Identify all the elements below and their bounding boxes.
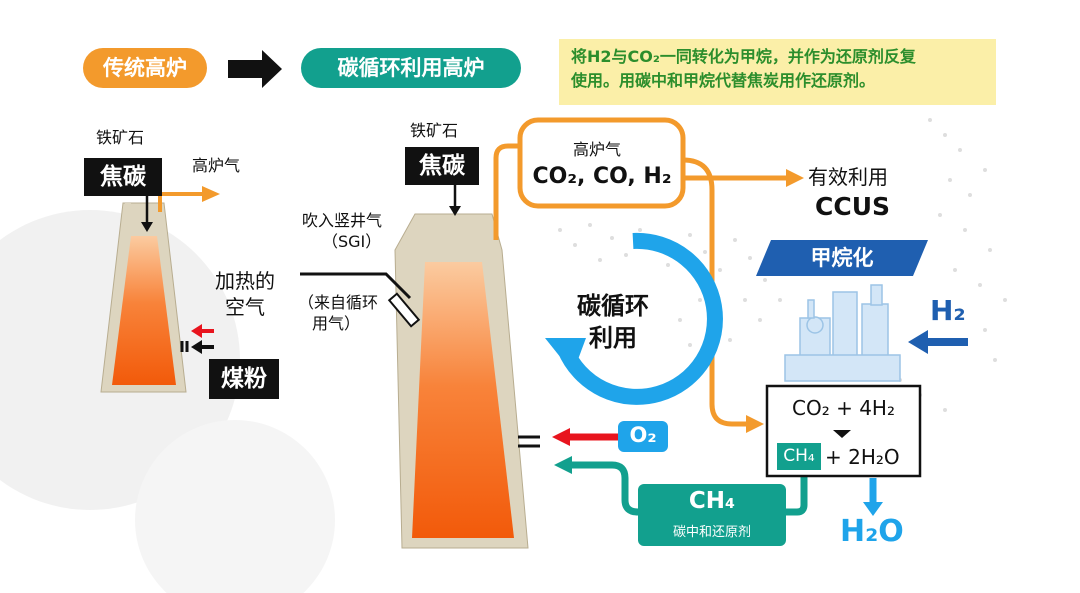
summary-note: 将H2与CO₂一同转化为甲烷，并作为还原剂反复 使用。用碳中和甲烷代替焦炭用作还… [559, 39, 996, 105]
bf-gas-formula: CO₂, CO, H₂ [532, 164, 672, 189]
coal-powder-box: 煤粉 [209, 359, 279, 399]
transition-arrow [228, 50, 282, 88]
carbon-cycle-label: 碳循环 利用 [563, 290, 663, 354]
ch4-from-reactor-line [786, 476, 808, 516]
h2-input-label: H₂ [930, 294, 966, 327]
o2-label: O₂ [629, 423, 657, 447]
traditional-coke-arrow-head [141, 222, 153, 232]
traditional-gas-arrow-head [202, 186, 220, 202]
reaction-line1: CO₂ + 4H₂ [792, 396, 895, 420]
sgi-source-line1: （来自循环 [298, 293, 379, 312]
reaction-arrow [833, 430, 851, 438]
summary-note-line2: 使用。用碳中和甲烷代替焦炭用作还原剂。 [571, 71, 876, 90]
traditional-furnace-label: 传统高炉 [83, 48, 207, 88]
circular-furnace-label: 碳循环利用高炉 [301, 48, 521, 88]
sgi-label: 吹入竖井气 （SGI） [302, 210, 382, 252]
carbon-cycle-arrow-head [545, 338, 586, 373]
circular-coke-box: 焦碳 [405, 147, 479, 185]
methanation-banner [756, 240, 928, 276]
sgi-nozzle [387, 292, 421, 328]
ch4-box [638, 484, 786, 546]
carbon-cycle-ring [557, 232, 723, 405]
traditional-iron-ore-label: 铁矿石 [96, 128, 145, 147]
traditional-coke-box: 焦碳 [84, 158, 162, 196]
h2-arrow-head [908, 330, 928, 354]
methanation-label: 甲烷化 [810, 246, 874, 270]
circular-coke-arrow-head [449, 206, 461, 216]
carbon-cycle-line2: 利用 [589, 324, 637, 352]
o2-box [618, 421, 668, 452]
sgi-source-label: （来自循环 用气） [298, 292, 378, 334]
to-methanation-line [682, 157, 748, 427]
reaction-ch4: CH₄ [783, 446, 815, 466]
h2o-output-label: H₂O [840, 514, 904, 549]
heated-air-label-line1: 加热的 [215, 269, 275, 293]
to-methanation-arrow-head [746, 415, 764, 433]
bf-gas-title: 高炉气 [573, 140, 622, 159]
bf-gas-box [517, 117, 686, 209]
traditional-bf-gas-label: 高炉气 [192, 156, 241, 175]
heated-air-label: 加热的 空气 [212, 268, 278, 320]
h2o-arrow-head [863, 502, 883, 516]
ccus-label: CCUS [815, 192, 890, 221]
reactor-ch4-box [777, 443, 821, 470]
traditional-gas-arrow [158, 192, 205, 212]
sgi-line [300, 272, 412, 300]
ch4-label: CH₄ [688, 488, 736, 514]
reaction-line2: + 2H₂O [825, 445, 900, 469]
ch4-return-line [570, 461, 640, 516]
to-ccus-arrow-head [786, 169, 804, 187]
heated-air-label-line2: 空气 [225, 295, 265, 319]
methanation-plant-icon [784, 284, 901, 382]
circular-furnace [394, 213, 529, 549]
sgi-source-line2: 用气） [312, 314, 361, 333]
ch4-sublabel: 碳中和还原剂 [672, 525, 751, 540]
summary-note-line1: 将H2与CO₂一同转化为甲烷，并作为还原剂反复 [571, 47, 916, 66]
traditional-furnace [100, 202, 187, 393]
bf-gas-up-line [493, 143, 518, 240]
carbon-cycle-line1: 碳循环 [577, 292, 649, 320]
effective-use-label: 有效利用 [808, 165, 888, 189]
sgi-label-line1: 吹入竖井气 [302, 211, 383, 230]
sgi-label-line2: （SGI） [322, 232, 382, 251]
circular-iron-ore-label: 铁矿石 [410, 121, 459, 140]
